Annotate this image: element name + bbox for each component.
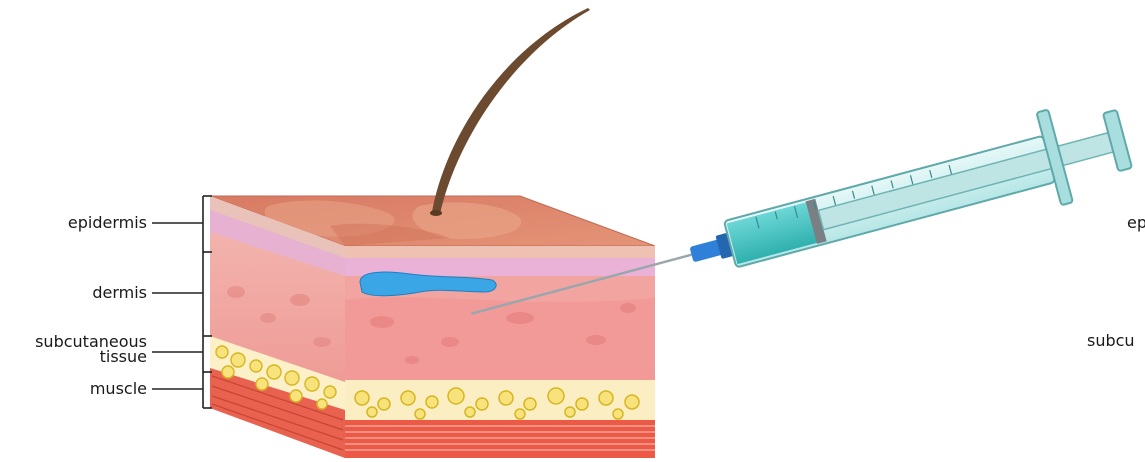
label-subcutaneous-line2: tissue (35, 349, 147, 364)
label-epidermis-partial-right: ep (1127, 215, 1145, 231)
label-epidermis: epidermis (68, 215, 147, 231)
label-subcutaneous-tissue: subcutaneous tissue (35, 334, 147, 364)
label-muscle: muscle (90, 381, 147, 397)
skin-block (210, 8, 655, 458)
layer-bracket (152, 196, 212, 408)
label-dermis: dermis (92, 285, 147, 301)
hair-icon (432, 8, 590, 214)
label-subcutaneous-partial-right: subcu (1087, 333, 1135, 349)
